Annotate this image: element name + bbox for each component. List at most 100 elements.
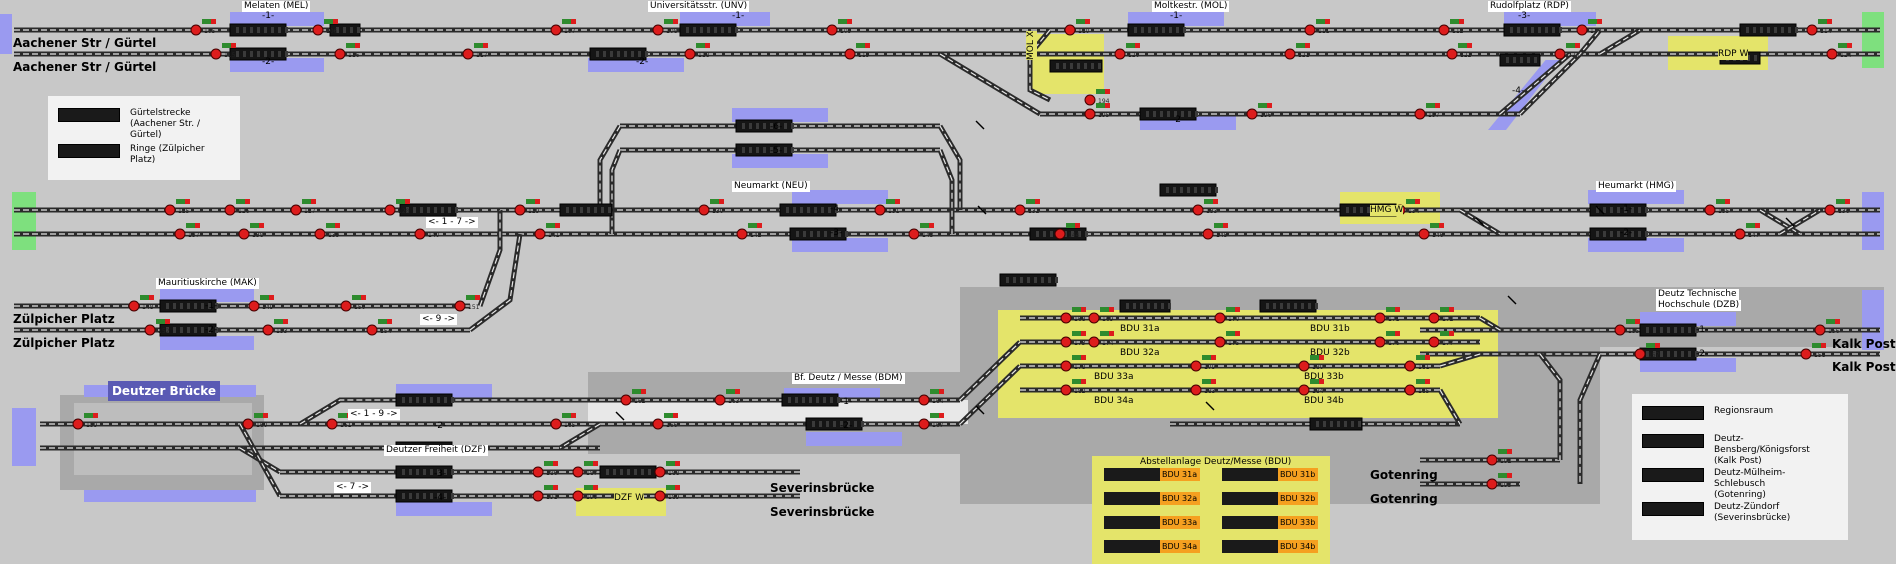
signal-red-icon[interactable] — [918, 394, 930, 406]
signal-red-icon[interactable] — [210, 48, 222, 60]
signal-red-icon[interactable] — [1438, 24, 1450, 36]
signal-red-icon[interactable] — [144, 324, 156, 336]
signal-red-icon[interactable] — [1800, 348, 1812, 360]
signal-red-icon[interactable] — [1414, 108, 1426, 120]
signal-red-icon[interactable] — [714, 394, 726, 406]
signal-red-icon[interactable] — [1202, 228, 1214, 240]
signal-red-icon[interactable] — [414, 228, 426, 240]
switch-marker[interactable] — [1785, 217, 1795, 227]
signal-red-icon[interactable] — [312, 24, 324, 36]
signal-red-icon[interactable] — [1014, 204, 1026, 216]
signal-red-icon[interactable] — [1704, 204, 1716, 216]
signal-red-icon[interactable] — [1418, 228, 1430, 240]
signal-red-icon[interactable] — [1214, 336, 1226, 348]
signal-red-icon[interactable] — [262, 324, 274, 336]
signal-red-icon[interactable] — [164, 204, 176, 216]
switch-marker[interactable] — [1205, 401, 1215, 411]
signal-red-icon[interactable] — [326, 418, 338, 430]
signal-red-icon[interactable] — [1054, 228, 1066, 240]
signal-red-icon[interactable] — [190, 24, 202, 36]
signal-red-icon[interactable] — [128, 300, 140, 312]
signal-red-icon[interactable] — [1214, 312, 1226, 324]
signal-red-icon[interactable] — [454, 300, 466, 312]
signal-red-icon[interactable] — [736, 228, 748, 240]
switch-marker[interactable] — [975, 405, 985, 415]
signal-red-icon[interactable] — [1374, 336, 1386, 348]
switch-marker[interactable] — [615, 411, 625, 421]
signal-red-icon[interactable] — [1486, 454, 1498, 466]
bdu-grid-cell[interactable]: BDU 32a — [1104, 492, 1200, 505]
signal-red-icon[interactable] — [1806, 24, 1818, 36]
bdu-grid-cell[interactable]: BDU 31b — [1222, 468, 1318, 481]
switch-marker[interactable] — [977, 205, 987, 215]
signal-red-icon[interactable] — [532, 466, 544, 478]
signal-red-icon[interactable] — [1734, 228, 1746, 240]
signal-red-icon[interactable] — [366, 324, 378, 336]
signal-red-icon[interactable] — [1614, 324, 1626, 336]
signal-red-icon[interactable] — [1060, 360, 1072, 372]
signal-red-icon[interactable] — [514, 204, 526, 216]
signal-red-icon[interactable] — [1084, 108, 1096, 120]
signal-red-icon[interactable] — [572, 490, 584, 502]
signal-red-icon[interactable] — [1088, 336, 1100, 348]
signal-red-icon[interactable] — [874, 204, 886, 216]
signal-red-icon[interactable] — [1634, 348, 1646, 360]
signal-red-icon[interactable] — [1064, 24, 1076, 36]
switch-marker[interactable] — [1595, 205, 1605, 215]
bdu-grid-cell[interactable]: BDU 33a — [1104, 516, 1200, 529]
signal-red-icon[interactable] — [1060, 336, 1072, 348]
signal-red-icon[interactable] — [242, 418, 254, 430]
signal-red-icon[interactable] — [1084, 94, 1096, 106]
switch-marker[interactable] — [975, 120, 985, 130]
signal-red-icon[interactable] — [1428, 336, 1440, 348]
signal-red-icon[interactable] — [1190, 360, 1202, 372]
bdu-grid-cell[interactable]: BDU 31a — [1104, 468, 1200, 481]
signal-red-icon[interactable] — [1284, 48, 1296, 60]
signal-red-icon[interactable] — [698, 204, 710, 216]
signal-red-icon[interactable] — [908, 228, 920, 240]
signal-red-icon[interactable] — [334, 48, 346, 60]
signal-red-icon[interactable] — [1486, 478, 1498, 490]
signal-red-icon[interactable] — [534, 228, 546, 240]
switch-marker[interactable] — [1507, 295, 1517, 305]
signal-red-icon[interactable] — [1088, 312, 1100, 324]
signal-red-icon[interactable] — [248, 300, 260, 312]
signal-red-icon[interactable] — [826, 24, 838, 36]
signal-red-icon[interactable] — [1060, 384, 1072, 396]
signal-red-icon[interactable] — [652, 418, 664, 430]
signal-red-icon[interactable] — [532, 490, 544, 502]
signal-red-icon[interactable] — [384, 204, 396, 216]
signal-red-icon[interactable] — [1114, 48, 1126, 60]
signal-red-icon[interactable] — [1814, 324, 1826, 336]
signal-red-icon[interactable] — [572, 466, 584, 478]
signal-red-icon[interactable] — [684, 48, 696, 60]
signal-red-icon[interactable] — [224, 204, 236, 216]
signal-red-icon[interactable] — [1404, 384, 1416, 396]
signal-red-icon[interactable] — [1404, 360, 1416, 372]
signal-red-icon[interactable] — [654, 466, 666, 478]
signal-red-icon[interactable] — [1298, 360, 1310, 372]
signal-red-icon[interactable] — [1298, 384, 1310, 396]
signal-red-icon[interactable] — [620, 394, 632, 406]
signal-red-icon[interactable] — [1246, 108, 1258, 120]
signal-red-icon[interactable] — [652, 24, 664, 36]
signal-red-icon[interactable] — [1304, 24, 1316, 36]
signal-red-icon[interactable] — [1576, 24, 1588, 36]
signal-red-icon[interactable] — [1554, 48, 1566, 60]
signal-red-icon[interactable] — [1192, 204, 1204, 216]
signal-red-icon[interactable] — [1428, 312, 1440, 324]
signal-red-icon[interactable] — [654, 490, 666, 502]
signal-red-icon[interactable] — [238, 228, 250, 240]
signal-red-icon[interactable] — [174, 228, 186, 240]
bdu-grid-cell[interactable]: BDU 33b — [1222, 516, 1318, 529]
signal-red-icon[interactable] — [550, 418, 562, 430]
signal-red-icon[interactable] — [844, 48, 856, 60]
signal-red-icon[interactable] — [462, 48, 474, 60]
signal-red-icon[interactable] — [1824, 204, 1836, 216]
signal-red-icon[interactable] — [290, 204, 302, 216]
signal-red-icon[interactable] — [918, 418, 930, 430]
signal-red-icon[interactable] — [340, 300, 352, 312]
signal-red-icon[interactable] — [550, 24, 562, 36]
signal-red-icon[interactable] — [72, 418, 84, 430]
signal-red-icon[interactable] — [1826, 48, 1838, 60]
